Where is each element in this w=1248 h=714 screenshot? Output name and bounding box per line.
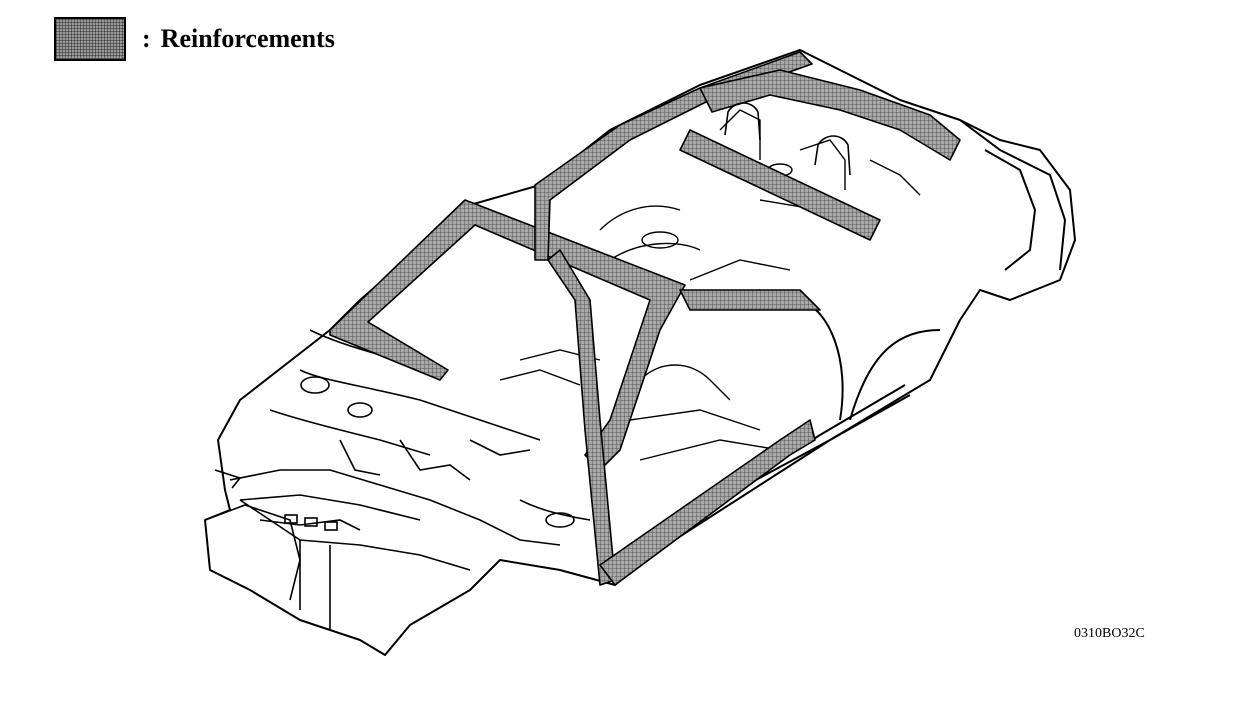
legend-separator: : xyxy=(142,24,151,53)
reinforcement-rear-cross xyxy=(679,129,881,241)
rear-hoops xyxy=(724,102,851,176)
reinforcement-diagonal xyxy=(679,289,821,311)
reinforcement-windshield-frame xyxy=(329,199,686,471)
reinforcements xyxy=(329,51,961,586)
reinforcement-center-pillar xyxy=(547,249,616,586)
legend: : Reinforcements xyxy=(54,16,335,62)
figure-code: 0310BO32C xyxy=(1074,626,1145,641)
reinforcement-rocker xyxy=(599,419,816,586)
legend-swatch-reinforcements xyxy=(54,17,126,61)
front-structure xyxy=(204,329,591,630)
reinforcement-rear-header xyxy=(699,69,961,161)
legend-label: Reinforcements xyxy=(160,24,335,53)
